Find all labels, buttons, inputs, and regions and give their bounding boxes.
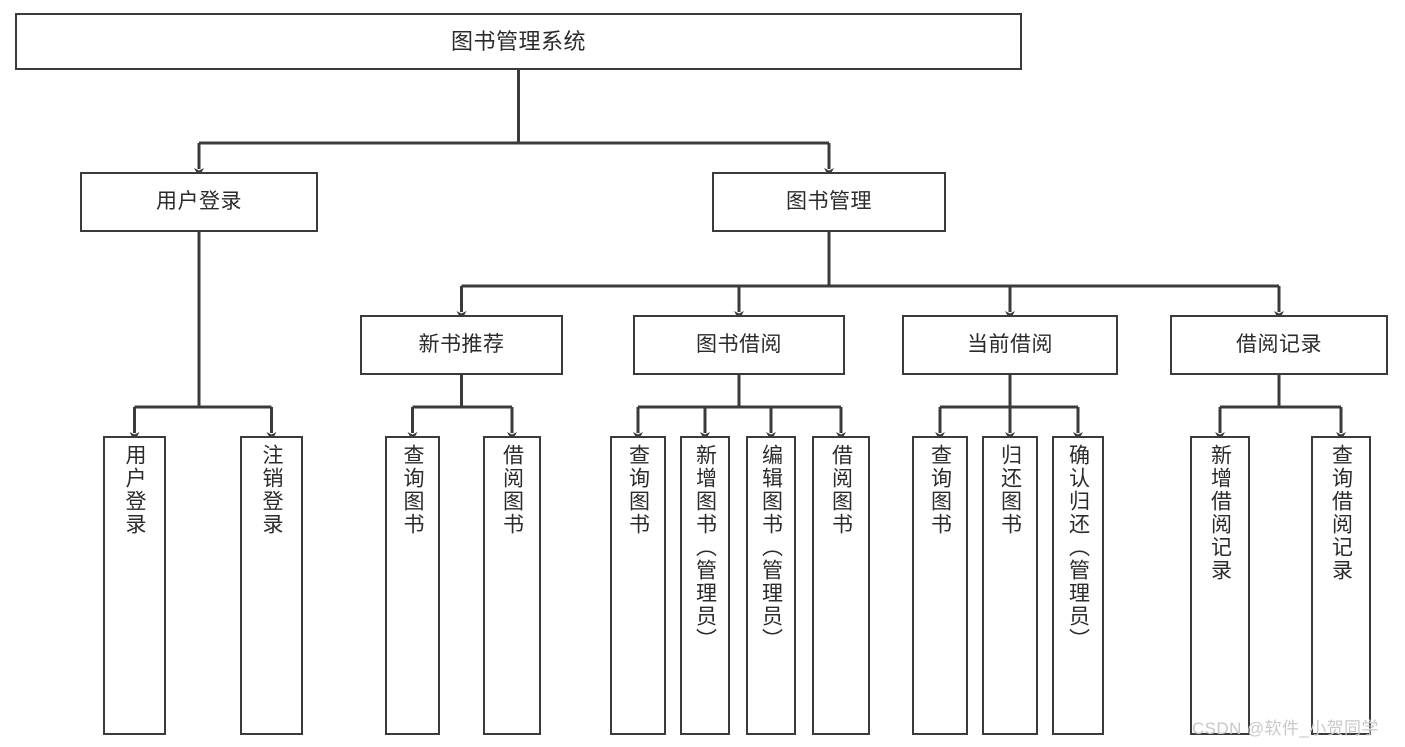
node-label: 查询图书 [626, 444, 650, 536]
node-root[interactable]: 图书管理系统 [15, 13, 1022, 70]
node-label: 用户登录 [123, 444, 146, 536]
node-leaf-borrow-book-2[interactable]: 借阅图书 [812, 436, 870, 735]
node-leaf-return-book[interactable]: 归还图书 [982, 436, 1038, 735]
node-label: 查询图书 [401, 444, 424, 536]
node-user-login[interactable]: 用户登录 [80, 172, 318, 232]
node-leaf-add-book[interactable]: 新增图书（管理员） [680, 436, 730, 735]
node-leaf-confirm-return[interactable]: 确认归还（管理员） [1052, 436, 1104, 735]
node-label: 借阅记录 [1236, 332, 1322, 356]
node-leaf-query-log[interactable]: 查询借阅记录 [1311, 436, 1371, 735]
node-leaf-user-logout[interactable]: 注销登录 [240, 436, 303, 735]
node-label: 借阅图书 [500, 444, 524, 536]
node-label: 用户登录 [156, 189, 242, 213]
node-leaf-add-log[interactable]: 新增借阅记录 [1190, 436, 1250, 735]
node-cur-borrow[interactable]: 当前借阅 [902, 315, 1118, 375]
node-label: 确认归还（管理员） [1066, 444, 1090, 651]
node-book-mgmt[interactable]: 图书管理 [712, 172, 946, 232]
node-label: 新增借阅记录 [1208, 444, 1232, 582]
node-label: 编辑图书（管理员） [759, 444, 783, 651]
node-label: 借阅图书 [829, 444, 853, 536]
node-label: 图书管理 [786, 189, 872, 213]
node-label: 查询图书 [928, 444, 952, 536]
node-label: 注销登录 [260, 444, 283, 536]
node-new-book-rec[interactable]: 新书推荐 [360, 315, 563, 375]
node-label: 新增图书（管理员） [693, 444, 717, 651]
node-label: 当前借阅 [967, 332, 1053, 356]
node-label: 图书借阅 [696, 332, 782, 356]
node-label: 图书管理系统 [450, 28, 586, 54]
node-leaf-edit-book[interactable]: 编辑图书（管理员） [746, 436, 796, 735]
node-leaf-borrow-book-1[interactable]: 借阅图书 [483, 436, 541, 735]
node-leaf-query-book-3[interactable]: 查询图书 [912, 436, 968, 735]
node-book-borrow[interactable]: 图书借阅 [633, 315, 845, 375]
node-leaf-query-book-2[interactable]: 查询图书 [610, 436, 666, 735]
node-label: 查询借阅记录 [1329, 444, 1353, 582]
node-leaf-user-login[interactable]: 用户登录 [103, 436, 166, 735]
node-label: 新书推荐 [418, 332, 505, 356]
node-leaf-query-book-1[interactable]: 查询图书 [385, 436, 440, 735]
node-label: 归还图书 [998, 444, 1022, 536]
node-borrow-log[interactable]: 借阅记录 [1170, 315, 1388, 375]
